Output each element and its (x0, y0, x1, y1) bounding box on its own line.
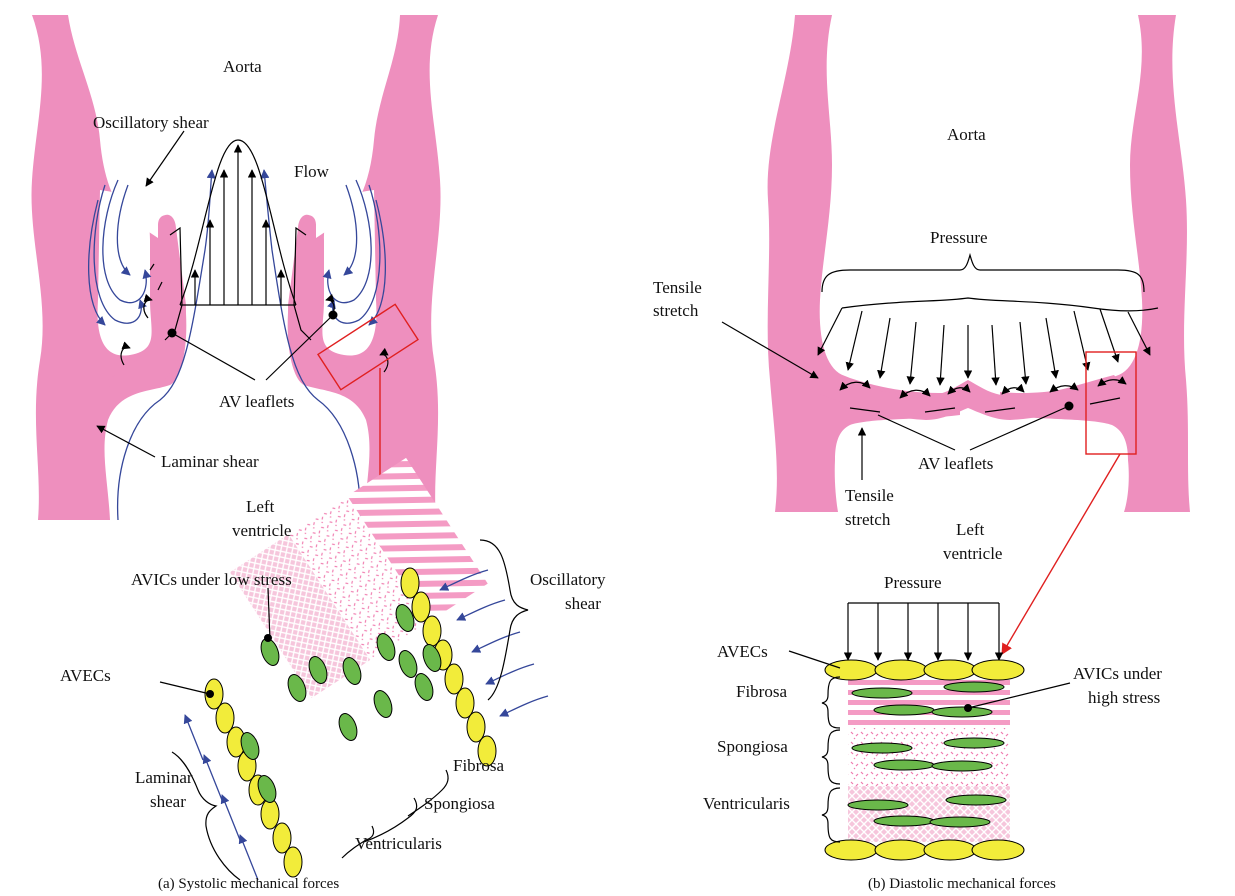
ventricularis-layer-b (848, 786, 1010, 842)
spongiosa-label-a: Spongiosa (424, 794, 495, 813)
aortic-wall-left-b (768, 15, 960, 512)
pressure-brace-b (822, 255, 1144, 292)
ventricularis-label-a: Ventricularis (355, 834, 442, 853)
av-leaflets-label-a: AV leaflets (219, 392, 294, 411)
shear-label-inset-a: shear (565, 594, 601, 613)
aorta-label-b: Aorta (947, 125, 986, 144)
left-ventricle-label-a-2: ventricle (232, 521, 291, 540)
tensile-label-b-1: Tensile (653, 278, 702, 297)
laminar-label-inset-a-1: Laminar (135, 768, 193, 787)
fibrosa-label-a: Fibrosa (453, 756, 504, 775)
left-ventricle-label-b-2: ventricle (943, 544, 1002, 563)
oscillatory-shear-label-a: Oscillatory shear (93, 113, 209, 132)
avecs-label-a: AVECs (60, 666, 111, 685)
avecs-label-b: AVECs (717, 642, 768, 661)
stretch-label-b-1: stretch (653, 301, 699, 320)
flow-label: Flow (294, 162, 330, 181)
av-leaflets-label-b: AV leaflets (918, 454, 993, 473)
ventricularis-label-b: Ventricularis (703, 794, 790, 813)
stretch-label-b-2: stretch (845, 510, 891, 529)
avics-low-stress-label: AVICs under low stress (131, 570, 292, 589)
panel-a (32, 15, 548, 880)
tensile-label-b-2: Tensile (845, 486, 894, 505)
avec-cells-bottom-b (825, 840, 1024, 860)
tissue-inset-b (848, 676, 1010, 842)
caption-a: (a) Systolic mechanical forces (158, 876, 339, 892)
pressure-arrows-inset-b (848, 603, 999, 660)
laminar-label-inset-a-2: shear (150, 792, 186, 811)
spongiosa-label-b: Spongiosa (717, 737, 788, 756)
pressure-label-inset-b: Pressure (884, 573, 942, 592)
pressure-label-b: Pressure (930, 228, 988, 247)
caption-b: (b) Diastolic mechanical forces (868, 876, 1056, 892)
fibrosa-label-b: Fibrosa (736, 682, 787, 701)
avics-high-stress-label-2: high stress (1088, 688, 1160, 707)
layer-braces-b (822, 677, 840, 842)
oscillatory-label-inset-a: Oscillatory (530, 570, 606, 589)
laminar-shear-label-a: Laminar shear (161, 452, 259, 471)
aorta-label-a: Aorta (223, 57, 262, 76)
avec-cells-left-a (205, 679, 302, 877)
left-ventricle-label-a-1: Left (246, 497, 275, 516)
spongiosa-layer-b (848, 728, 1010, 786)
aortic-wall-right-b (1000, 15, 1190, 512)
avics-high-stress-label-1: AVICs under (1073, 664, 1162, 683)
pressure-arrows-b (818, 298, 1158, 385)
left-ventricle-label-b-1: Left (956, 520, 985, 539)
